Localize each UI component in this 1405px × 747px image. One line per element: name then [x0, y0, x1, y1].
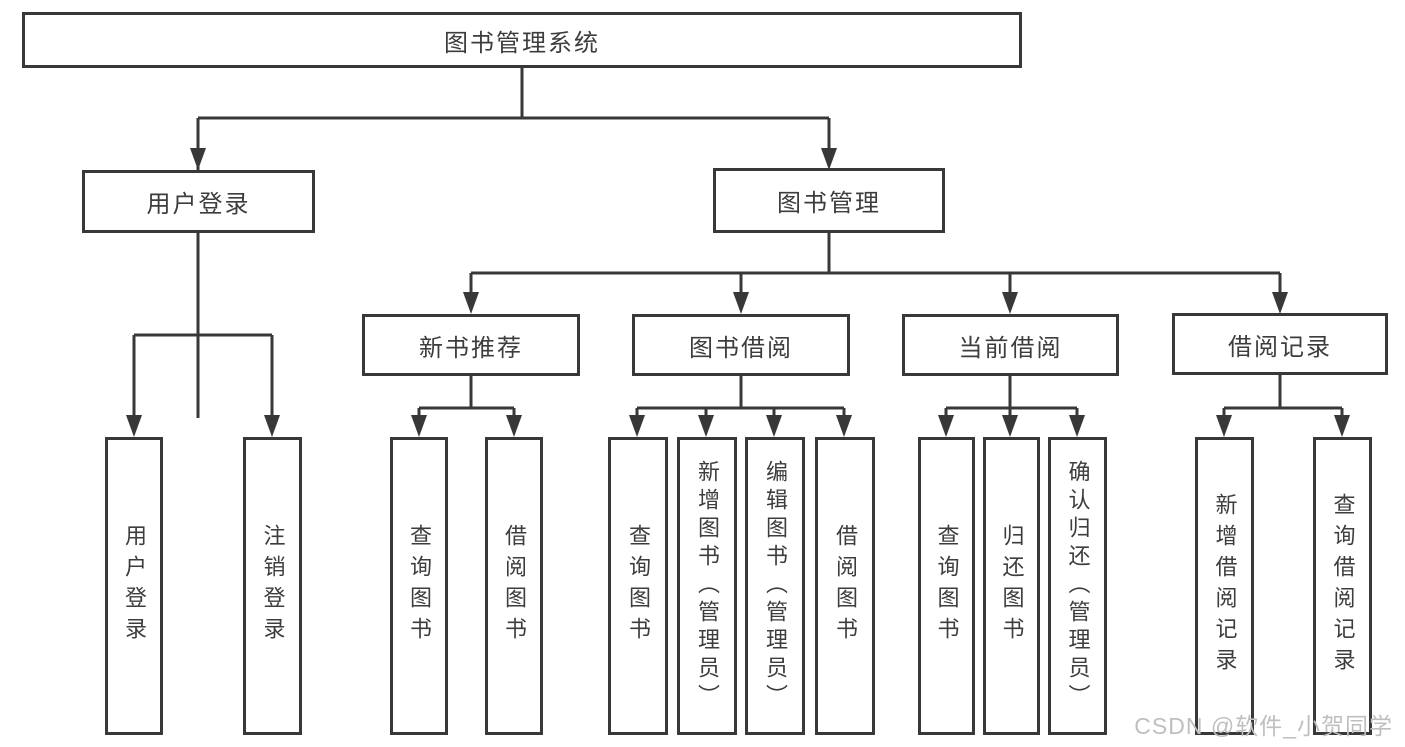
- leaf-return-books: 归还图书: [983, 437, 1040, 735]
- node-book-management: 图书管理: [713, 168, 945, 233]
- leaf-query-books-current: 查询图书: [918, 437, 975, 735]
- leaf-query-books-recommend: 查询图书: [390, 437, 448, 735]
- connector-borrow-records-children: [1216, 375, 1350, 437]
- node-user-login: 用户登录: [82, 170, 315, 233]
- node-book-borrowing: 图书借阅: [632, 314, 850, 376]
- leaf-borrow-books-borrowing: 借阅图书: [815, 437, 875, 735]
- connector-current-borrowing-children: [938, 376, 1085, 437]
- leaf-user-login: 用户登录: [105, 437, 163, 735]
- leaf-logout: 注销登录: [243, 437, 302, 735]
- connector-user-login-children: [126, 233, 280, 437]
- node-borrow-records: 借阅记录: [1172, 313, 1388, 375]
- leaf-confirm-return-admin: 确认归还（管理员）: [1048, 437, 1107, 735]
- leaf-edit-book-admin: 编辑图书（管理员）: [745, 437, 805, 735]
- connector-book-borrowing-children: [629, 376, 852, 437]
- connector-book-management-groups: [463, 233, 1288, 314]
- leaf-borrow-books-recommend: 借阅图书: [485, 437, 543, 735]
- node-new-book-recommend: 新书推荐: [362, 314, 580, 376]
- leaf-query-borrow-record: 查询借阅记录: [1313, 437, 1372, 735]
- leaf-add-borrow-record: 新增借阅记录: [1195, 437, 1254, 735]
- node-current-borrowing: 当前借阅: [902, 314, 1119, 376]
- node-library-management-system: 图书管理系统: [22, 12, 1022, 68]
- leaf-query-books-borrowing: 查询图书: [608, 437, 668, 735]
- leaf-add-book-admin: 新增图书（管理员）: [677, 437, 737, 735]
- connector-new-book-children: [411, 376, 522, 437]
